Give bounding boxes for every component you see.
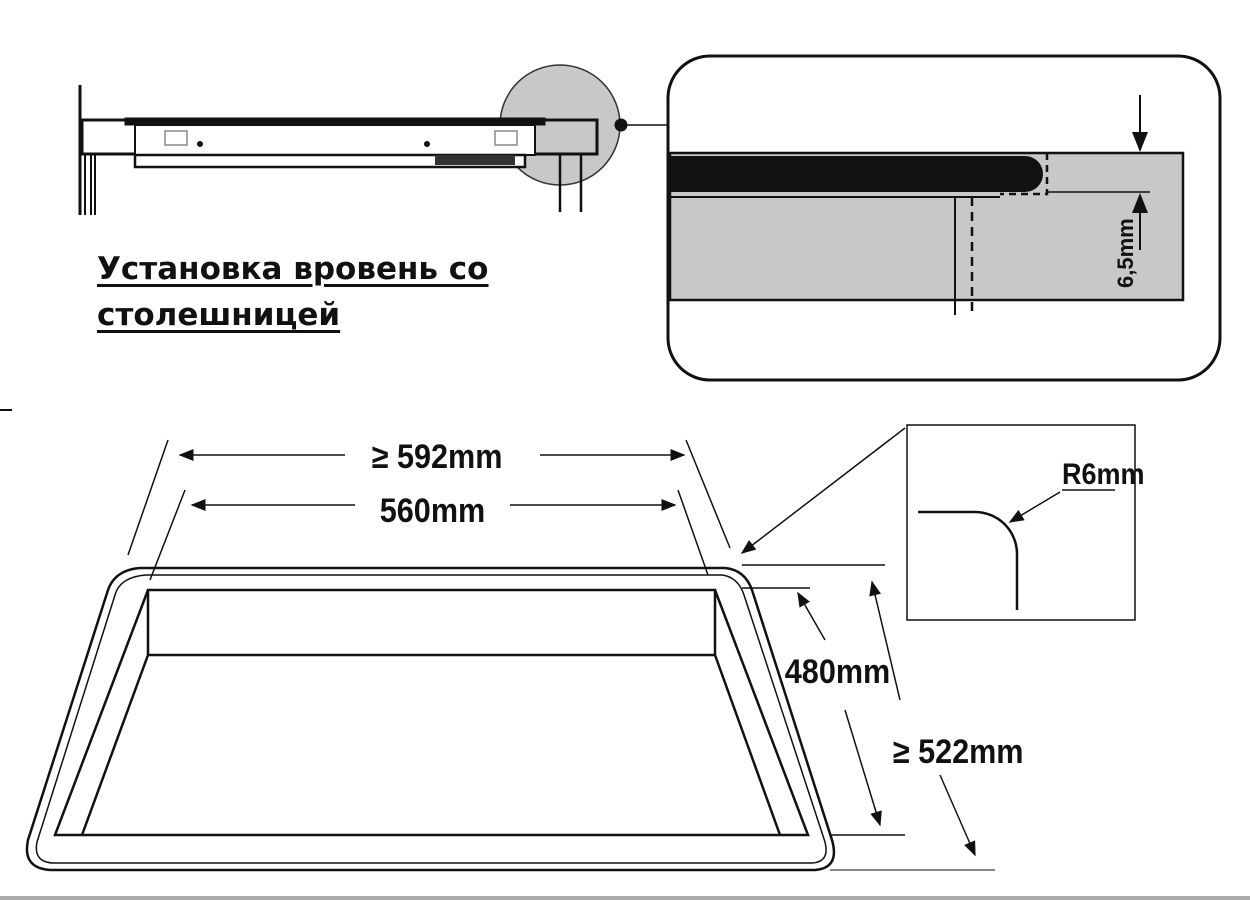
title-line-1: Установка вровень со [97, 251, 489, 287]
thickness-label: 6,5mm [1113, 218, 1138, 288]
min-width-label: ≥ 592mm [372, 438, 503, 476]
page-title: Установка вровень со столешницей [97, 246, 488, 338]
corner-radius-label: R6mm [1062, 458, 1144, 492]
side-section-view [78, 64, 670, 215]
cutout-plan [0, 409, 995, 872]
title-line-2: столешницей [97, 297, 341, 333]
depth-label: 480mm [785, 653, 890, 691]
bottom-bar [0, 896, 1250, 900]
min-depth-label: ≥ 522mm [893, 733, 1024, 771]
corner-detail-box [740, 424, 1136, 621]
flush-detail-box: 6,5mm [666, 54, 1222, 382]
width-label: 560mm [380, 492, 485, 530]
